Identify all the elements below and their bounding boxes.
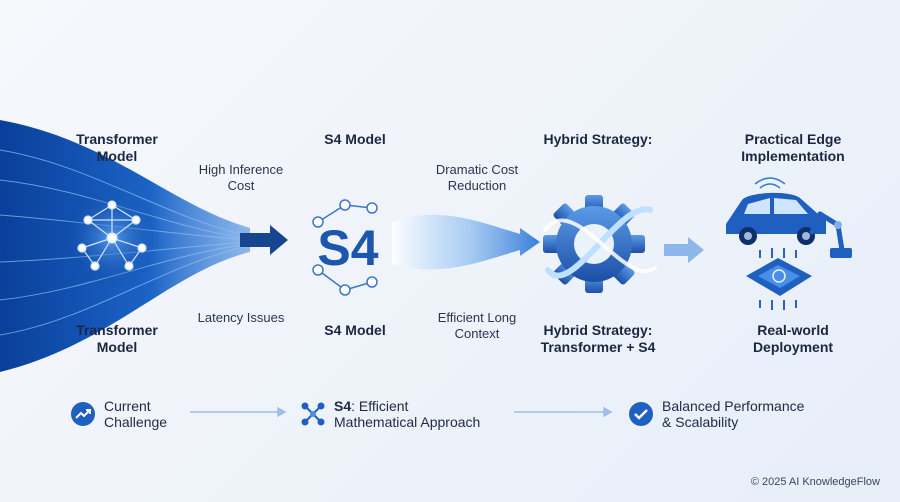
summary-step2-rest: : Efficient	[351, 398, 409, 414]
neural-network-icon	[77, 200, 147, 271]
summary-step3-line1: Balanced Performance	[662, 398, 805, 414]
s4-node-network	[312, 199, 378, 296]
copyright-footer: © 2025 AI KnowledgeFlow	[750, 476, 880, 488]
network-nodes-icon	[301, 402, 325, 426]
hybrid-gear-icon	[543, 195, 657, 293]
s4-top-title: S4 Model	[324, 131, 386, 147]
arrow-to-edge	[664, 237, 704, 263]
summary-step1-line1: Current	[104, 398, 151, 414]
summary-step3-line2: & Scalability	[662, 414, 739, 431]
s4-logo-text: S4	[317, 220, 378, 276]
summary-step1-line2: Challenge	[104, 414, 168, 431]
summary-step-balanced-performance: Balanced Performance & Scalability	[628, 398, 804, 430]
arrow-to-s4	[240, 225, 288, 255]
annotation-long-context: Efficient Long Context	[437, 310, 517, 341]
s4-efficiency-beam	[392, 214, 540, 270]
edge-chip-icon	[746, 248, 812, 310]
summary-step2-bold: S4	[334, 398, 352, 414]
summary-arrows	[190, 406, 613, 418]
transformer-bottom-title: Transformer Model	[76, 322, 158, 355]
annotation-cost-reduction: Dramatic Cost Reduction	[435, 162, 519, 193]
trend-up-icon	[71, 402, 95, 427]
hybrid-bottom-title: Hybrid Strategy: Transformer + S4	[540, 322, 656, 355]
check-circle-icon	[629, 402, 653, 427]
edge-top-title: Practical Edge Implementation	[741, 131, 845, 164]
transformer-top-title: Transformer Model	[76, 131, 158, 164]
s4-bottom-title: S4 Model	[324, 322, 386, 338]
robot-arm-icon	[809, 211, 852, 258]
hybrid-top-title: Hybrid Strategy:	[543, 131, 653, 147]
annotation-high-inference-cost: High Inference Cost	[198, 162, 284, 193]
edge-bottom-title: Real-world Deployment	[752, 322, 834, 355]
summary-step2-line2: Mathematical Approach	[334, 414, 481, 431]
annotation-latency-issues: Latency Issues	[197, 310, 285, 325]
summary-step-s4-approach: S4: Efficient Mathematical Approach	[300, 398, 480, 430]
car-icon	[726, 177, 826, 245]
summary-step-current-challenge: Current Challenge	[70, 398, 167, 430]
